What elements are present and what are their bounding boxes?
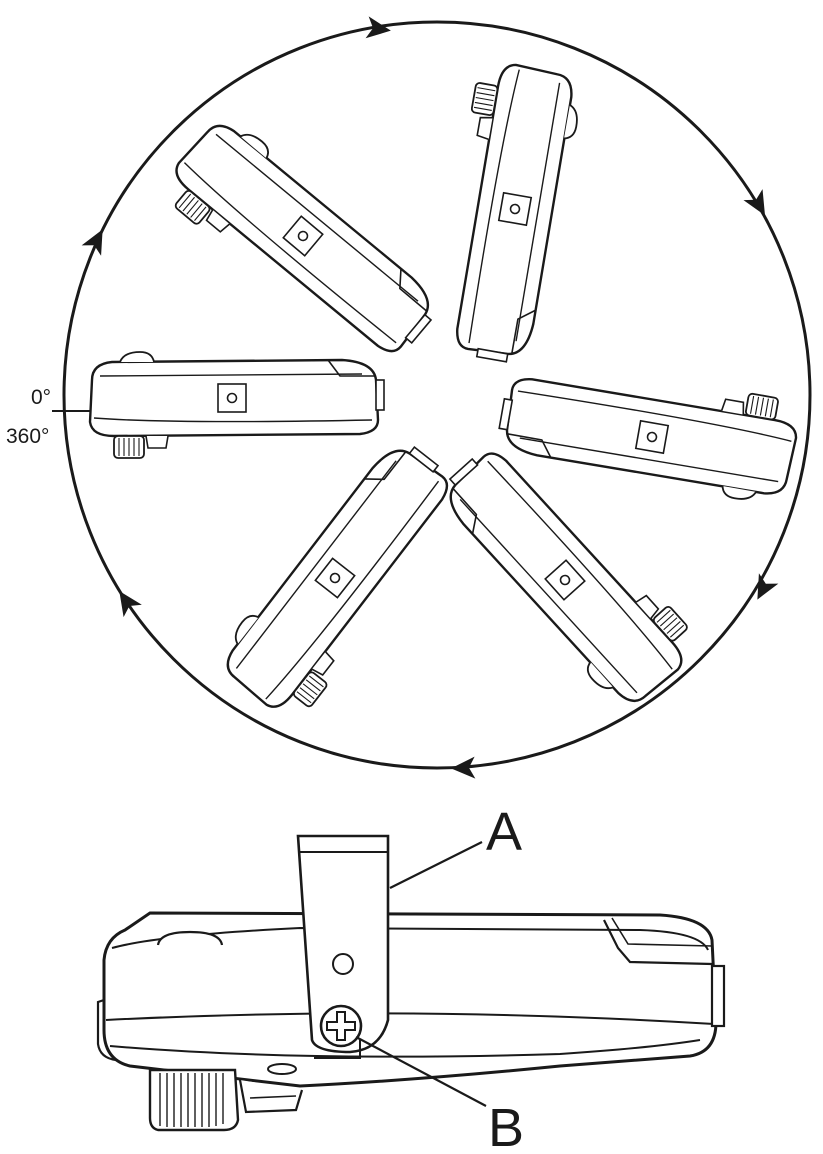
device-position-120 (430, 59, 585, 367)
device-position-180 (494, 352, 802, 507)
angle-end-label: 360° (6, 425, 49, 448)
leader-line-a (390, 842, 482, 888)
device-position-300 (211, 430, 476, 727)
rear-button (158, 932, 222, 945)
angle-start-label: 0° (31, 386, 51, 409)
front-end-cap (712, 966, 724, 1026)
pivot-hole (333, 954, 353, 974)
callout-a: A (486, 802, 522, 862)
knob (150, 1070, 238, 1130)
direction-arrow-icon (110, 585, 142, 617)
direction-arrow-icon (451, 757, 476, 780)
detail-view: A B (98, 802, 724, 1154)
device-position-60 (156, 109, 449, 379)
device-position-0 (90, 352, 384, 458)
callout-b: B (488, 1098, 524, 1154)
direction-arrow-icon (82, 224, 113, 256)
direction-arrow-icon (743, 189, 774, 221)
device-positions (90, 59, 802, 727)
